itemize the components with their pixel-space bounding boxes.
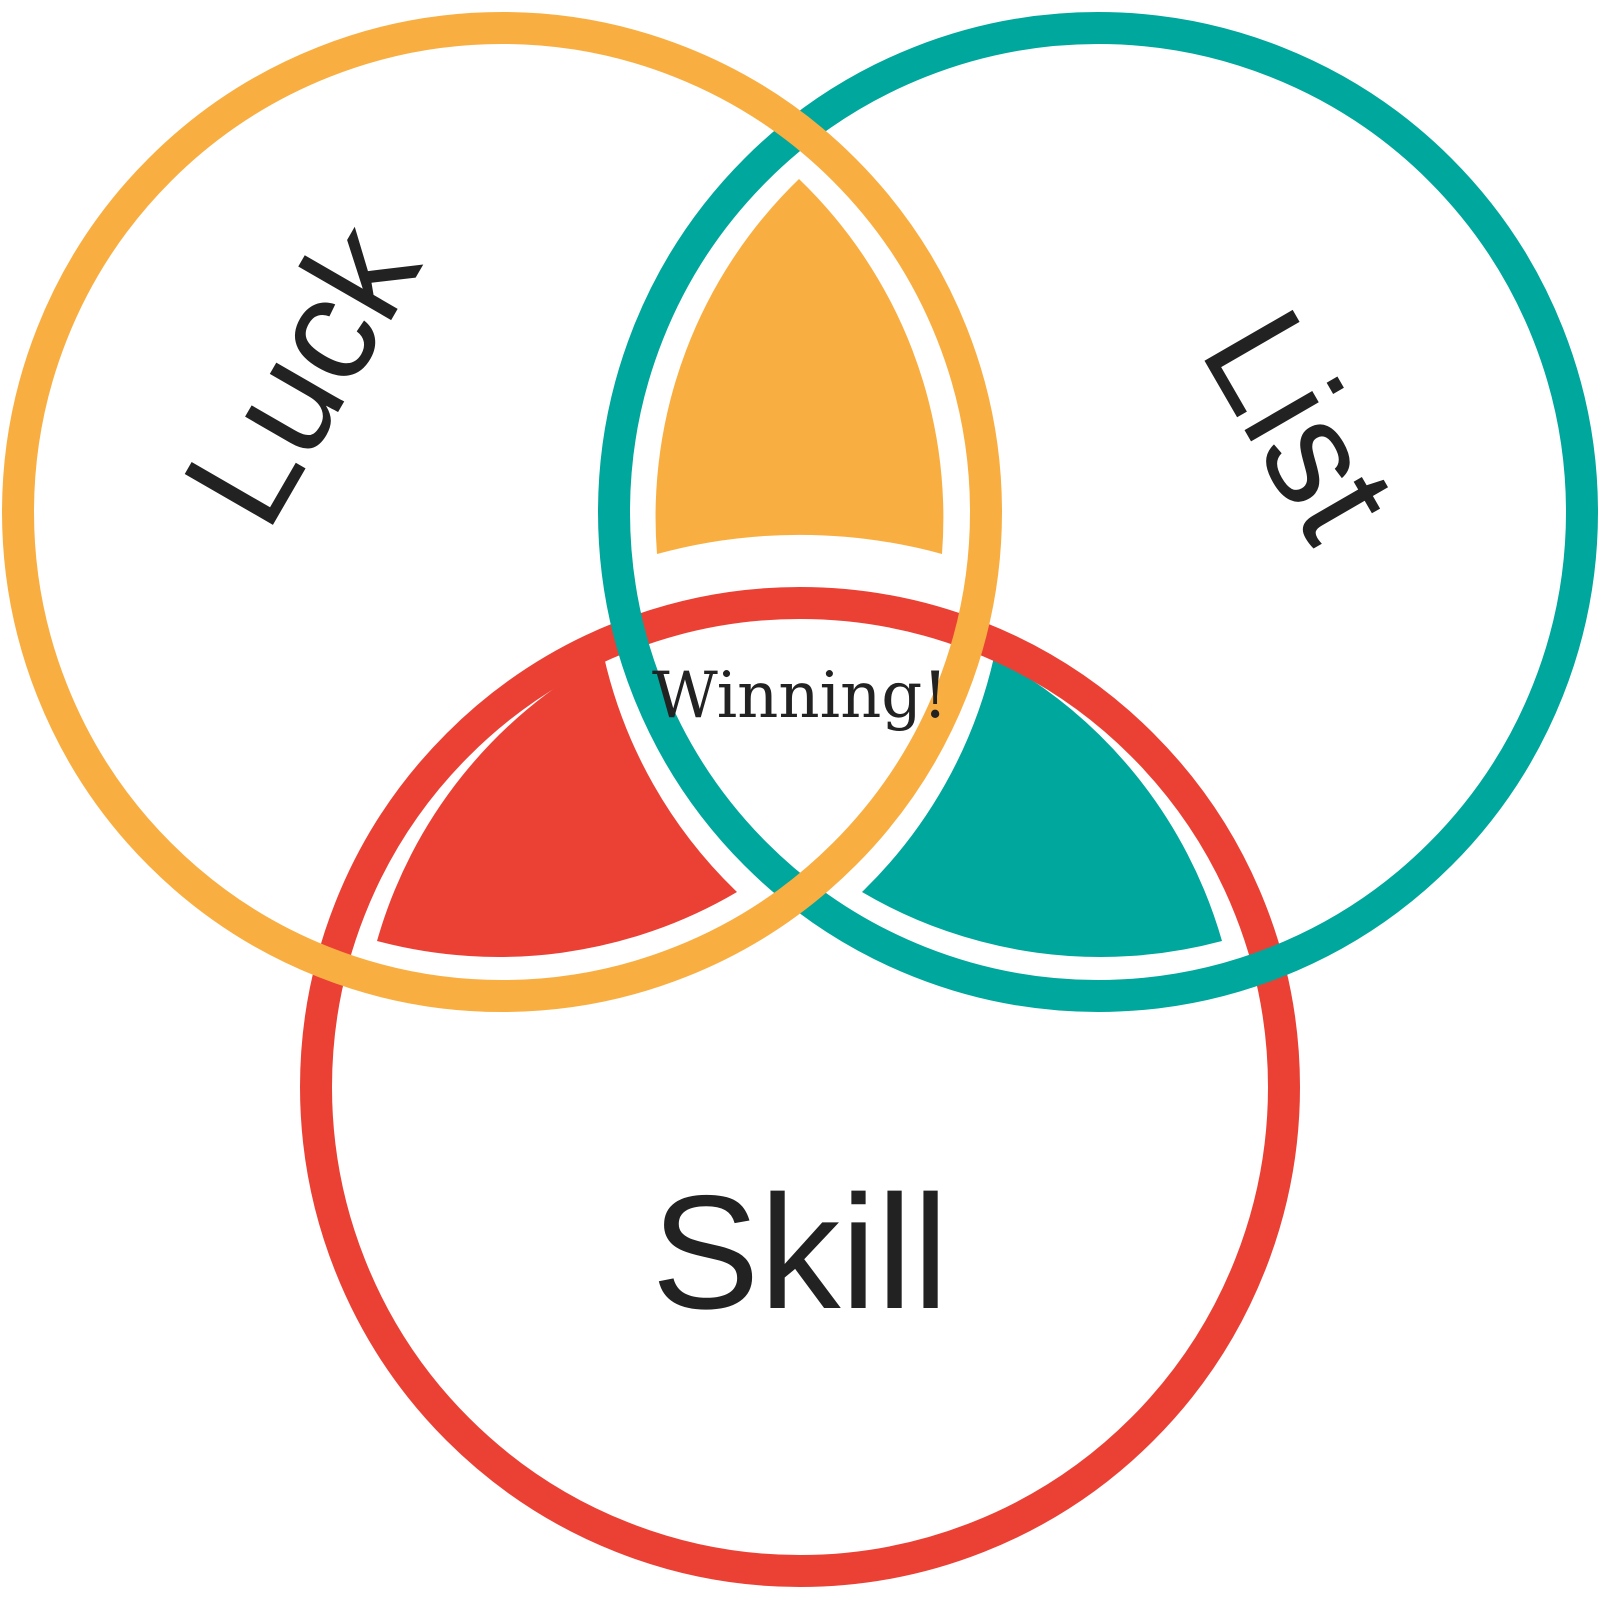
center-label: Winning! bbox=[652, 659, 948, 733]
skill-circle bbox=[300, 587, 1300, 1587]
luck-label: Luck bbox=[152, 197, 452, 551]
luck-skill-overlap bbox=[377, 657, 737, 957]
luck-circle bbox=[2, 12, 1002, 1012]
list-circle bbox=[598, 12, 1598, 1012]
luck-list-overlap bbox=[655, 179, 944, 554]
list-label: List bbox=[1171, 284, 1429, 566]
list-skill-overlap bbox=[862, 657, 1222, 957]
skill-label: Skill bbox=[651, 1162, 948, 1343]
